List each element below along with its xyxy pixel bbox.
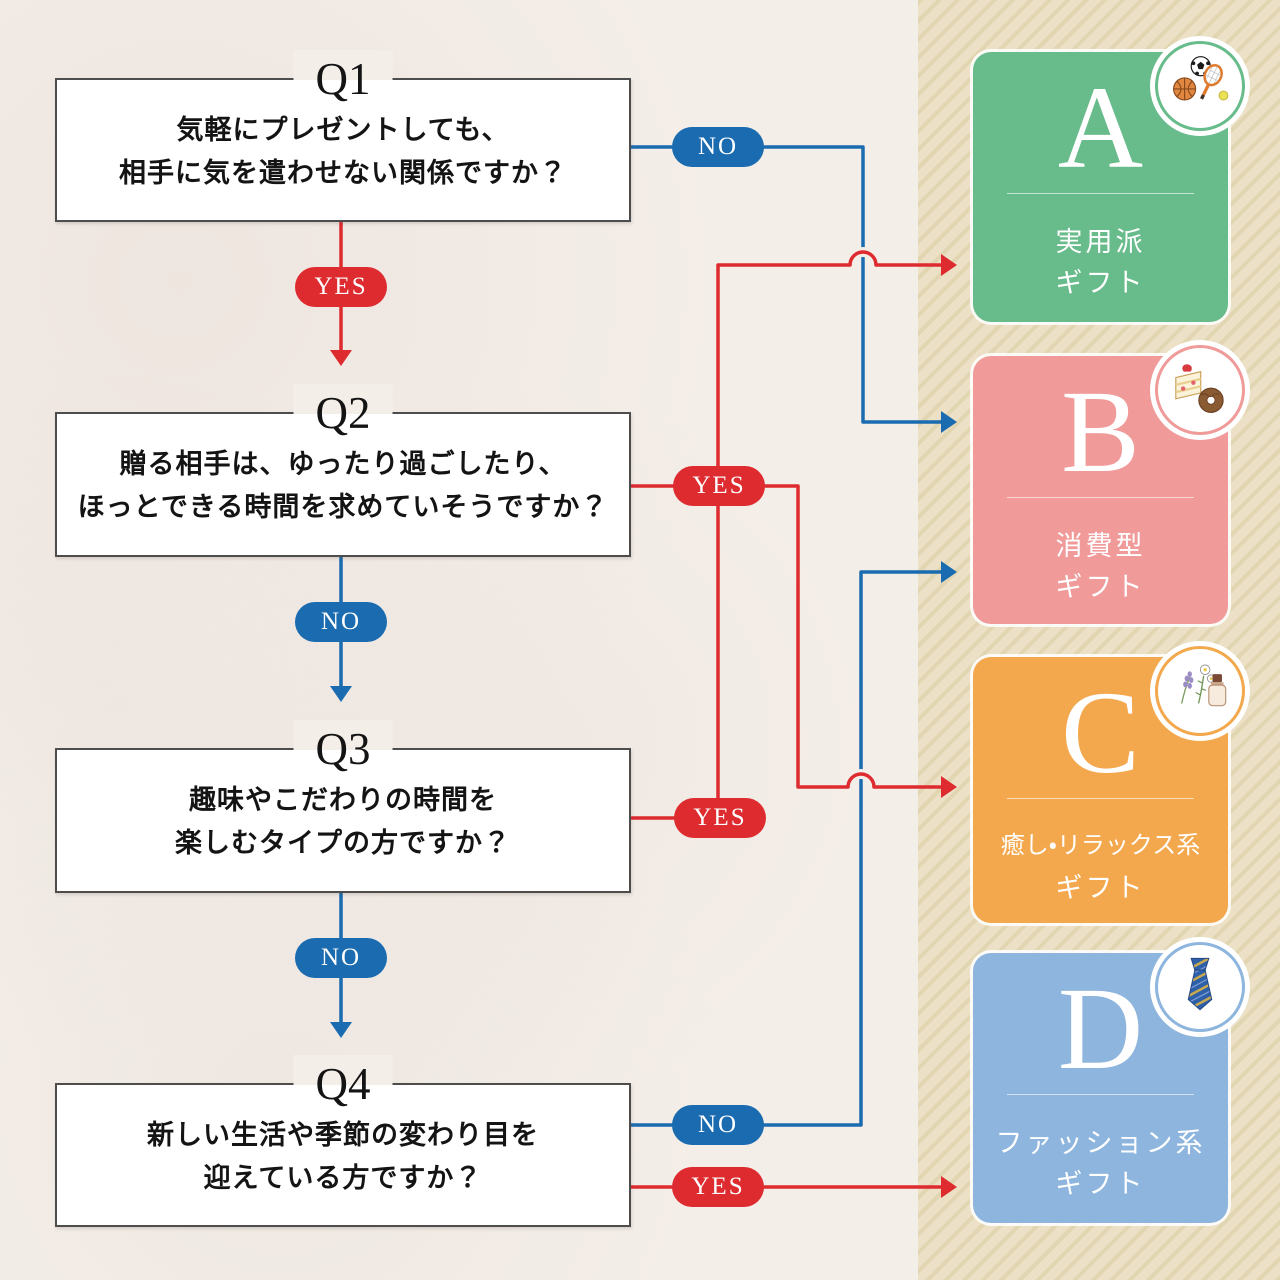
arrowhead — [941, 254, 957, 276]
connector-q3-yes-to-a — [627, 250, 941, 820]
result-b-label-line2: ギフト — [1055, 572, 1146, 602]
result-card-d: D ファッション系 ギフト — [973, 942, 1245, 1223]
arrowhead — [330, 350, 352, 366]
result-card-c: C 癒し・リラックス系 ギフト — [973, 646, 1245, 923]
question-text-line1: 贈る相手は、ゆったり過ごしたり、 — [119, 449, 567, 479]
sweets-icon — [1175, 364, 1224, 413]
connector-q4-no-to-b — [627, 570, 941, 1127]
arrowhead — [330, 686, 352, 702]
question-text: 新しい生活や季節の変わり目を 迎えている方ですか？ — [57, 1085, 629, 1200]
question-text-line1: 新しい生活や季節の変わり目を — [147, 1120, 539, 1150]
result-c-badge — [1155, 646, 1245, 736]
card-divider — [1007, 193, 1194, 194]
question-text: 気軽にプレゼントしても、 相手に気を遣わせない関係ですか？ — [57, 80, 629, 195]
result-a-label-line2: ギフト — [1055, 268, 1146, 298]
q3-yes-pill: YES — [674, 798, 766, 838]
arrowhead — [941, 411, 957, 433]
q2-no-pill: NO — [295, 602, 387, 642]
card-divider — [1007, 497, 1194, 498]
q4-yes-pill: YES — [672, 1167, 764, 1207]
result-c-label-line2: ギフト — [1055, 873, 1146, 903]
card-divider — [1007, 1094, 1194, 1095]
question-box-q2: Q2 贈る相手は、ゆったり過ごしたり、 ほっとできる時間を求めていそうですか？ — [55, 384, 631, 557]
question-box-q3: Q3 趣味やこだわりの時間を 楽しむタイプの方ですか？ — [55, 720, 631, 893]
arrowhead — [330, 1022, 352, 1038]
connector-q2-yes-to-c — [627, 484, 941, 789]
question-text-line2: 迎えている方ですか？ — [203, 1163, 483, 1193]
arrowhead — [941, 1176, 957, 1198]
result-b-badge — [1155, 345, 1245, 435]
result-d-label-line1: ファッション系 — [995, 1128, 1206, 1158]
result-card-a: A 実用派 ギフト — [973, 41, 1245, 322]
result-c-label-line1: 癒し・リラックス系 — [1000, 833, 1201, 859]
connector-q1-no-to-b — [627, 145, 941, 424]
question-number: Q3 — [293, 720, 393, 778]
question-text-line2: ほっとできる時間を求めていそうですか？ — [77, 492, 609, 522]
question-box-q4: Q4 新しい生活や季節の変わり目を 迎えている方ですか？ — [55, 1055, 631, 1227]
result-card-b: B 消費型 ギフト — [973, 345, 1245, 624]
question-text-line1: 気軽にプレゼントしても、 — [176, 115, 510, 145]
question-text-line1: 趣味やこだわりの時間を — [189, 785, 497, 815]
result-d-letter: D — [1057, 963, 1144, 1094]
q1-no-pill: NO — [672, 127, 764, 167]
result-b-label-line1: 消費型 — [1055, 531, 1146, 561]
result-a-badge — [1155, 41, 1245, 131]
necktie-icon — [1187, 957, 1213, 1011]
result-b-letter: B — [1061, 366, 1140, 497]
question-number: Q2 — [293, 384, 393, 442]
result-c-letter: C — [1061, 667, 1140, 798]
card-divider — [1007, 798, 1194, 799]
question-number: Q4 — [293, 1055, 393, 1113]
sports-icon — [1173, 56, 1229, 101]
question-text-line2: 楽しむタイプの方ですか？ — [175, 828, 511, 858]
q3-no-pill: NO — [295, 938, 387, 978]
result-d-label-line2: ギフト — [1055, 1169, 1146, 1199]
result-d-badge — [1155, 942, 1245, 1032]
question-text: 趣味やこだわりの時間を 楽しむタイプの方ですか？ — [57, 750, 629, 865]
result-a-label-line1: 実用派 — [1055, 227, 1146, 257]
question-text-line2: 相手に気を遣わせない関係ですか？ — [119, 158, 567, 188]
result-a-letter: A — [1057, 62, 1144, 193]
question-text: 贈る相手は、ゆったり過ごしたり、 ほっとできる時間を求めていそうですか？ — [57, 414, 629, 529]
arrowhead — [941, 561, 957, 583]
q2-yes-pill: YES — [673, 466, 765, 506]
q1-yes-pill: YES — [295, 267, 387, 307]
question-box-q1: Q1 気軽にプレゼントしても、 相手に気を遣わせない関係ですか？ — [55, 50, 631, 222]
arrowhead — [941, 776, 957, 798]
question-number: Q1 — [293, 50, 393, 108]
aroma-icon — [1181, 664, 1227, 707]
q4-no-pill: NO — [672, 1105, 764, 1145]
